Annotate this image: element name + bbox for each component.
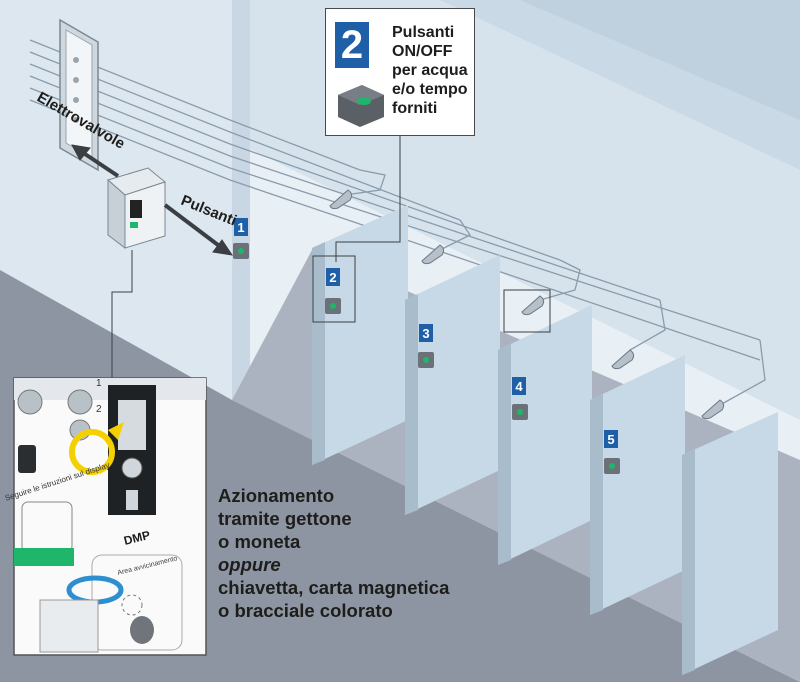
- showerhead-4: [611, 349, 635, 370]
- showerhead-5: [701, 399, 725, 420]
- badge-1: [234, 218, 248, 236]
- ceiling-edge: [520, 0, 800, 120]
- callout-badge: 2: [335, 22, 369, 68]
- highlight-button-2: [312, 255, 356, 323]
- showerhead-1: [329, 189, 353, 210]
- showerheads: [329, 189, 725, 420]
- num-2-text: 2: [96, 404, 102, 415]
- button-1: [233, 243, 249, 259]
- desc-line-3: o moneta: [218, 531, 301, 552]
- description: Azionamento tramite gettone o moneta opp…: [218, 484, 468, 622]
- partition-4: [590, 355, 685, 615]
- highlight-showerhead: [503, 289, 551, 333]
- showerhead-3: [521, 295, 545, 316]
- badge-5-text: 5: [607, 432, 614, 447]
- partition-5: [682, 412, 778, 675]
- showerhead-2: [421, 244, 445, 265]
- desc-line-1: Azionamento: [218, 485, 335, 506]
- badge-4-text: 4: [515, 379, 523, 394]
- leader-lines: [111, 136, 401, 378]
- key-fob: [130, 616, 154, 644]
- partition-buttons: [325, 298, 620, 474]
- badge-5: [604, 430, 618, 448]
- partition-3: [498, 305, 592, 565]
- coin-panel-detail: Seguire le istruzioni sul display DMP Ar…: [4, 377, 207, 656]
- corner-edge: [232, 0, 250, 410]
- valve-cabinet: [59, 18, 99, 172]
- control-box: [106, 167, 167, 250]
- brand-text: DMP: [122, 528, 151, 548]
- badge-2-text: 2: [329, 270, 336, 285]
- badge-3-text: 3: [422, 326, 429, 341]
- callout-box: 2 Pulsanti ON/OFF per acqua e/o tempo fo…: [325, 8, 475, 136]
- desc-line-4: oppure: [218, 554, 281, 575]
- desc-line-5: chiavetta, carta magnetica: [218, 577, 450, 598]
- callout-title: Pulsanti ON/OFF per acqua e/o tempo forn…: [392, 24, 468, 117]
- pushbutton-icon: [338, 85, 384, 127]
- badge-1-text: 1: [237, 220, 244, 235]
- badge-3: [419, 324, 433, 342]
- desc-line-2: tramite gettone: [218, 508, 352, 529]
- partitions: [312, 205, 778, 675]
- coin-arrow: [69, 429, 115, 475]
- badge-2: [326, 268, 340, 286]
- partition-1: [312, 205, 408, 465]
- desc-line-6: o bracciale colorato: [218, 600, 393, 621]
- num-1-text: 1: [96, 378, 102, 389]
- partition-2: [405, 255, 500, 515]
- number-badges: 1 2 3 4 5: [234, 218, 618, 448]
- arrows: [71, 144, 234, 256]
- badge-4: [512, 377, 526, 395]
